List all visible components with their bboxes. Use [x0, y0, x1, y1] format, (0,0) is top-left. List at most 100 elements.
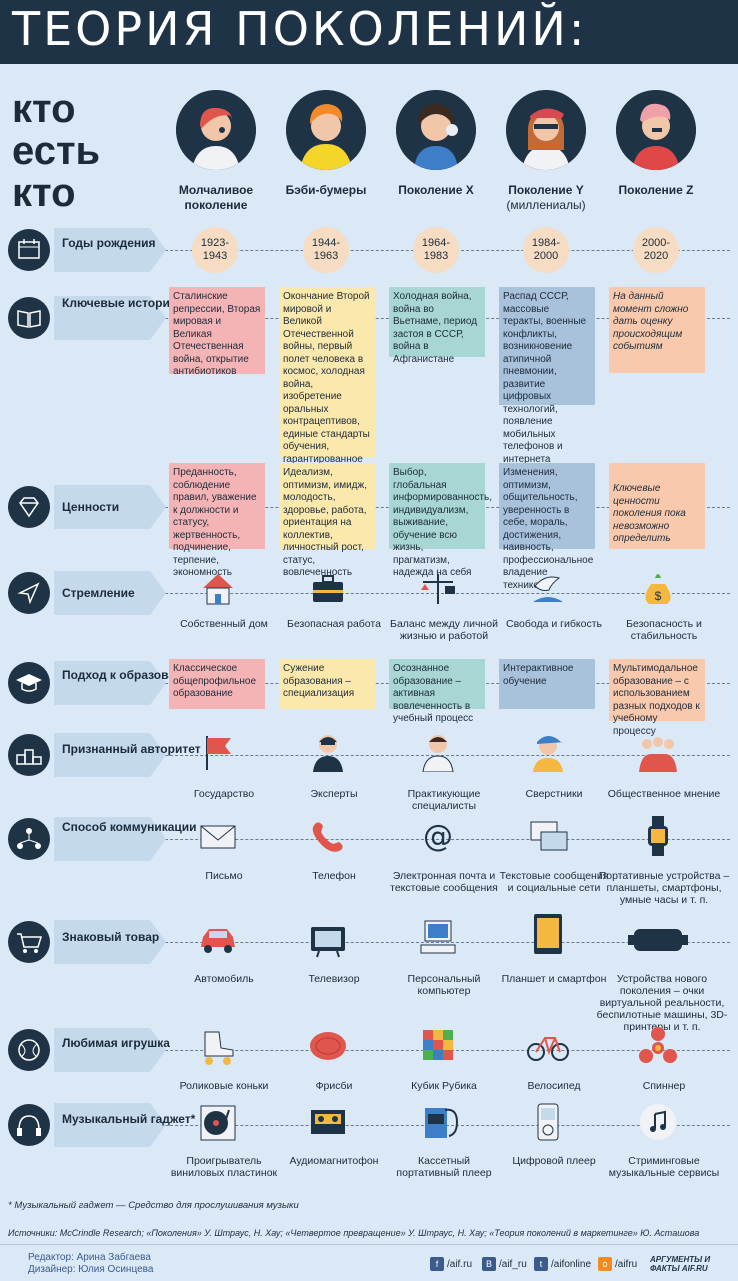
cassette-player-icon: [415, 1100, 461, 1144]
generation-sub: (миллениалы): [506, 198, 586, 212]
credits: Редактор: Арина Забгаева Дизайнер: Юлия …: [28, 1252, 153, 1276]
communication-caption: Портативные устройства – планшеты, смарт…: [598, 870, 730, 906]
music-caption: Аудиомагнитофон: [289, 1155, 379, 1167]
education-cell: Сужение образования – специализация: [279, 659, 375, 709]
generation-name: Поколение Z: [618, 183, 694, 197]
authority-caption: Практикующие специалисты: [407, 788, 481, 812]
social-link-ok[interactable]: о/aifru: [598, 1257, 637, 1271]
footer: [0, 1244, 738, 1281]
editor-credit: Редактор: Арина Забгаева: [28, 1252, 151, 1263]
toy-caption: Спиннер: [642, 1080, 686, 1092]
telephone-icon: [305, 814, 351, 858]
specialist-icon: [415, 728, 461, 772]
years-badge: 2000- 2020: [633, 227, 679, 273]
crowd-icon: [635, 728, 681, 772]
row-label: Стремление: [62, 586, 135, 600]
vr-goggles-icon: [628, 917, 688, 961]
toy-caption: Роликовые коньки: [179, 1080, 269, 1092]
ok-icon: о: [598, 1257, 612, 1271]
flag-icon: [195, 730, 241, 774]
car-icon: [195, 917, 241, 961]
social-label: /aif_ru: [499, 1258, 527, 1270]
events-cell: Распад СССР, массовые теракты, военные к…: [499, 287, 595, 465]
social-label: /aif.ru: [447, 1258, 473, 1270]
chat-icon: [525, 814, 571, 858]
frisbee-icon: [305, 1024, 351, 1068]
designer-credit: Дизайнер: Юлия Осинцева: [28, 1264, 154, 1275]
values-cell: Изменения, оптимизм, общительность, увер…: [499, 463, 595, 591]
authority-caption: Эксперты: [310, 788, 358, 800]
row-divider: [150, 755, 730, 756]
expert-icon: [305, 728, 351, 772]
silent-generation-avatar: [176, 90, 256, 170]
subtitle: кто есть кто: [12, 88, 100, 214]
generation-x-avatar: [396, 90, 476, 170]
computer-icon: [415, 917, 461, 961]
facebook-icon: f: [430, 1257, 444, 1271]
authority-caption: Общественное мнение: [607, 788, 721, 800]
status-item-caption: Устройства нового поколения – очки вирту…: [596, 973, 728, 1033]
svg-text:@: @: [423, 819, 453, 854]
toy-caption: Кубик Рубика: [411, 1080, 477, 1092]
row-label-background: [54, 733, 166, 777]
music-caption: Кассетный портативный плеер: [396, 1155, 492, 1179]
streaming-icon: [635, 1100, 681, 1144]
authority-caption: Сверстники: [525, 788, 583, 800]
vk-icon: В: [482, 1257, 496, 1271]
row-label: Способ коммуникации: [62, 820, 197, 834]
row-label-background: [54, 1103, 166, 1147]
row-label: Ценности: [62, 500, 120, 514]
graduation-cap-icon: [8, 662, 50, 704]
toy-caption: Фрисби: [315, 1080, 353, 1092]
bicycle-icon: [525, 1024, 571, 1068]
music-caption: Стриминговые музыкальные сервисы: [608, 1155, 720, 1179]
row-divider: [150, 593, 730, 594]
spinner-icon: [635, 1024, 681, 1068]
social-link-vk[interactable]: В/aif_ru: [482, 1257, 527, 1271]
values-cell: Идеализм, оптимизм, имидж, молодость, зд…: [279, 463, 375, 578]
rubiks-cube-icon: [415, 1024, 461, 1068]
row-label-background: [54, 817, 166, 861]
music-caption: Цифровой плеер: [512, 1155, 596, 1167]
aif-logo: АРГУМЕНТЫ И ФАКТЫ AIF.RU: [650, 1255, 711, 1273]
peer-icon: [525, 728, 571, 772]
social-link-facebook[interactable]: f/aif.ru: [430, 1257, 472, 1271]
generation-y-avatar: [506, 90, 586, 170]
tape-recorder-icon: [305, 1100, 351, 1144]
status-item-caption: Телевизор: [308, 973, 360, 985]
row-divider: [150, 839, 730, 840]
roller-skates-icon: [195, 1024, 241, 1068]
status-item-caption: Автомобиль: [194, 973, 254, 985]
row-label-background: [54, 661, 166, 705]
years-badge: 1923- 1943: [192, 227, 238, 273]
page-title: ТЕОРИЯ ПОКОЛЕНИЙ:: [12, 2, 588, 56]
row-label: Признанный авторитет: [62, 742, 201, 756]
arrow-icon: [8, 572, 50, 614]
row-label-background: [54, 1028, 166, 1072]
years-badge: 1984- 2000: [523, 227, 569, 273]
years-badge: 1944- 1963: [303, 227, 349, 273]
social-link-twitter[interactable]: t/aifonline: [534, 1257, 591, 1271]
row-divider: [150, 942, 730, 943]
row-label: Годы рождения: [62, 236, 156, 250]
communication-caption: Письмо: [205, 870, 243, 882]
record-player-icon: [195, 1100, 241, 1144]
row-label-background: [54, 228, 166, 272]
smartwatch-icon: [635, 814, 681, 858]
authority-caption: Государство: [193, 788, 255, 800]
row-label-background: [54, 571, 166, 615]
education-cell: Интерактивное обучение: [499, 659, 595, 709]
events-cell: Сталинские репрессии, Вторая мировая и В…: [169, 287, 265, 377]
at-sign-icon: @: [415, 814, 461, 858]
headphones-icon: [8, 1104, 50, 1146]
generation-name: Поколение Y (миллениалы): [492, 183, 600, 213]
row-label-background: [54, 296, 166, 340]
digital-player-icon: [525, 1100, 571, 1144]
events-cell: Окончание Второй мировой и Великой Отече…: [279, 287, 375, 502]
communication-caption: Электронная почта и текстовые сообщения: [390, 870, 498, 894]
row-label-background: [54, 920, 166, 964]
subtitle-line: кто: [12, 87, 76, 131]
row-label: Знаковый товар: [62, 930, 160, 944]
row-label-background: [54, 485, 166, 529]
music-caption: Проигрыватель виниловых пластинок: [170, 1155, 278, 1179]
